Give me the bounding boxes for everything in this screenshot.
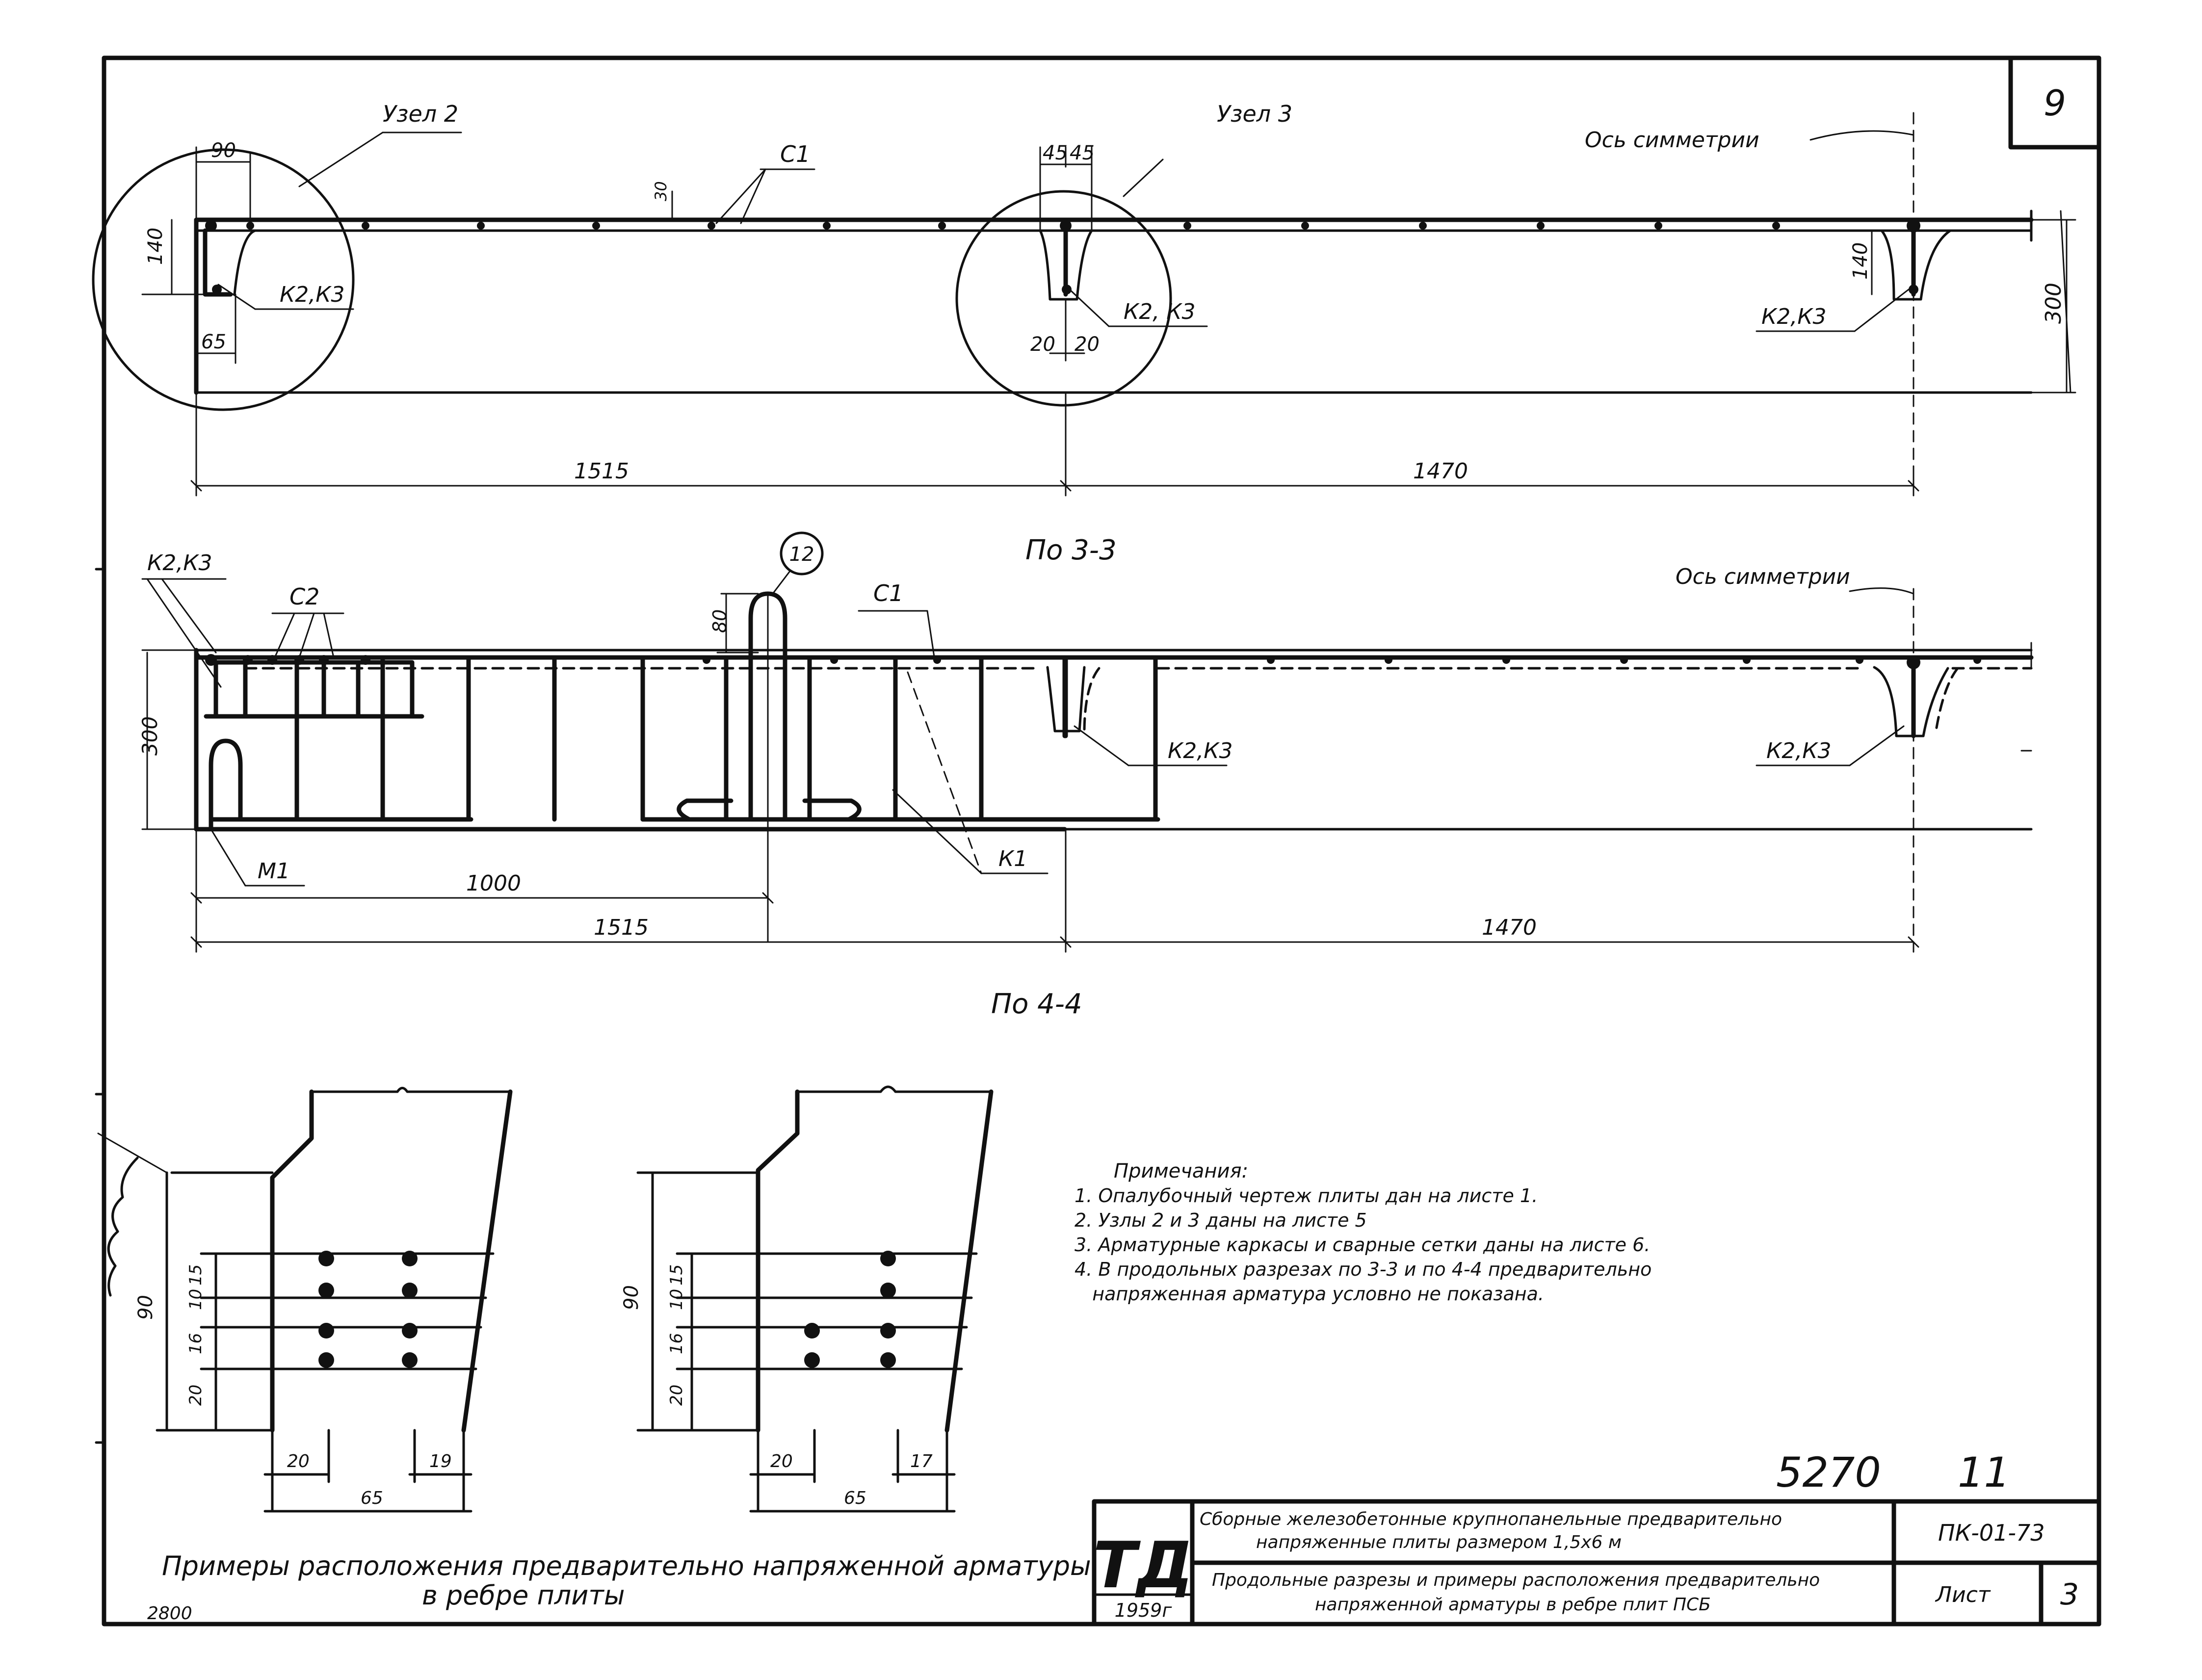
series-code: ПК-01-73 xyxy=(1938,1520,2045,1546)
dim-30: 30 xyxy=(652,181,670,201)
node-3-label: Узел 3 xyxy=(1217,101,1292,127)
mesh-c2-label: С2 xyxy=(289,583,319,610)
stamp-number: 5270 xyxy=(1776,1448,1881,1496)
rib-right-dim-15: 15 xyxy=(667,1264,686,1286)
sheet-frame xyxy=(102,55,2101,1627)
rib-right-dim-90: 90 xyxy=(620,1285,643,1310)
dim-1470: 1470 xyxy=(1413,459,1468,484)
dim-45a: 45 xyxy=(1043,142,1068,164)
dim-90: 90 xyxy=(211,139,236,162)
title-logo: ТД xyxy=(1093,1528,1193,1602)
section-3-3-caption: По 3-3 xyxy=(1025,534,1117,566)
dim-300: 300 xyxy=(2041,283,2066,324)
notes-heading: Примечания: xyxy=(1114,1160,1248,1182)
rib-right-dim-b65: 65 xyxy=(844,1488,866,1508)
node-2-circle xyxy=(92,148,355,411)
subtitle-line-1: Продольные разрезы и примеры расположени… xyxy=(1212,1570,1820,1590)
rib-examples-caption-2: в ребре плиты xyxy=(422,1580,625,1611)
section-3-3-view: Узел 2 Узел 3 Ось симметрии С1 К2,К3 К2,… xyxy=(92,101,2076,566)
dim-45b: 45 xyxy=(1070,142,1095,164)
dim-1470-v2: 1470 xyxy=(1482,915,1537,940)
rib-left-dim-b65: 65 xyxy=(361,1488,383,1508)
frame-k1-verticals xyxy=(294,655,1158,822)
dim-20a: 20 xyxy=(1030,333,1055,356)
symmetry-axis-label-1: Ось симметрии xyxy=(1585,128,1759,153)
rib-right-dim-10: 10 xyxy=(667,1289,686,1310)
dim-1515-v2: 1515 xyxy=(594,915,649,940)
mesh-m1-label: М1 xyxy=(258,859,290,884)
rib-example-right: 90 15 10 16 20 20 17 65 xyxy=(620,1085,994,1513)
symmetry-axis-label-2: Ось симметрии xyxy=(1676,564,1850,589)
rib-examples-caption-1: Примеры расположения предварительно напр… xyxy=(162,1550,1091,1581)
view1-dimensions xyxy=(141,146,2076,497)
note-5: напряженная арматура условно не показана… xyxy=(1075,1283,1544,1305)
rebar-c1-label-1: С1 xyxy=(780,141,810,167)
sheet-number: 3 xyxy=(2060,1577,2079,1612)
cage-k2k3-topleft: К2,К3 xyxy=(147,551,212,576)
title-block: ТД 1959г Сборные железобетонные крупнопа… xyxy=(1092,1499,2101,1627)
node-3-circle xyxy=(955,190,1172,407)
corner-number: 9 xyxy=(2044,82,2066,124)
rib-right-dim-16: 16 xyxy=(667,1333,686,1354)
top-rebar-dots-2 xyxy=(205,654,1981,666)
cage-k2k3-left: К2,К3 xyxy=(280,282,344,307)
rib-left-dim-10: 10 xyxy=(186,1289,206,1310)
view2-dimensions xyxy=(141,649,1919,953)
dim-140-left: 140 xyxy=(144,228,167,265)
title-line-2: напряженные плиты размером 1,5х6 м xyxy=(1256,1532,1622,1552)
dim-300-v2: 300 xyxy=(138,716,162,756)
section-4-4-view: К1 К2,К3 С2 12 С1 Ось симметрии К2,К3 К2… xyxy=(138,531,2034,1020)
note-1: 1. Опалубочный чертеж плиты дан на листе… xyxy=(1075,1185,1538,1207)
cage-k2k3-mid-2: К2,К3 xyxy=(1168,738,1232,763)
rib-left-dim-90: 90 xyxy=(134,1295,157,1320)
subtitle-line-2: напряженной арматуры в ребре плит ПСБ xyxy=(1315,1595,1711,1615)
title-line-1: Сборные железобетонные крупнопанельные п… xyxy=(1200,1509,1782,1529)
corner-number-box: 9 xyxy=(2008,55,2101,150)
rebar-c1-label-2: С1 xyxy=(873,580,903,606)
rib-left-dim-20: 20 xyxy=(186,1385,206,1406)
rib-left-dim-b19: 19 xyxy=(429,1451,452,1471)
rib-left-dim-15: 15 xyxy=(186,1264,206,1286)
note-3: 3. Арматурные каркасы и сварные сетки да… xyxy=(1075,1234,1650,1256)
dim-80: 80 xyxy=(709,609,731,633)
notes-block: Примечания: 1. Опалубочный чертеж плиты … xyxy=(1075,1160,1652,1305)
note-4: 4. В продольных разрезах по 3-3 и по 4-4… xyxy=(1075,1259,1652,1280)
sheet-label: Лист xyxy=(1935,1582,1991,1607)
margin-ticks xyxy=(95,568,105,1444)
rib-left-dim-16: 16 xyxy=(186,1333,206,1354)
cage-k2k3-mid: К2, К3 xyxy=(1124,299,1195,324)
dim-20b: 20 xyxy=(1075,333,1100,356)
node-2-label: Узел 2 xyxy=(383,101,458,127)
mesh-c2 xyxy=(204,660,424,719)
rib-left-dim-b20: 20 xyxy=(287,1451,310,1471)
loop-marker-number: 12 xyxy=(789,543,814,566)
bottom-left-code: 2800 xyxy=(147,1603,192,1624)
dim-65: 65 xyxy=(201,331,226,353)
rib-right-dim-b20: 20 xyxy=(770,1451,793,1471)
cage-k2k3-right-2: К2,К3 xyxy=(1766,738,1831,763)
dim-140-right: 140 xyxy=(1849,242,1872,280)
rib-example-left: 90 15 10 16 20 20 19 65 xyxy=(97,1087,513,1513)
note-2: 2. Узлы 2 и 3 даны на листе 5 xyxy=(1075,1209,1367,1231)
rib-right-dim-20: 20 xyxy=(667,1385,686,1406)
stamp-suffix: 11 xyxy=(1958,1448,2010,1496)
loop-marker-circle xyxy=(780,531,824,576)
dim-1000: 1000 xyxy=(466,871,521,896)
top-rebar-dots xyxy=(246,222,1780,230)
cage-k2k3-right: К2,К3 xyxy=(1761,304,1826,329)
section-4-4-caption: По 4-4 xyxy=(991,988,1082,1020)
dim-1515: 1515 xyxy=(574,459,629,484)
rib-right-dim-b17: 17 xyxy=(910,1451,933,1471)
title-year: 1959г xyxy=(1115,1600,1173,1621)
frame-k1-label: К1 xyxy=(998,846,1027,871)
